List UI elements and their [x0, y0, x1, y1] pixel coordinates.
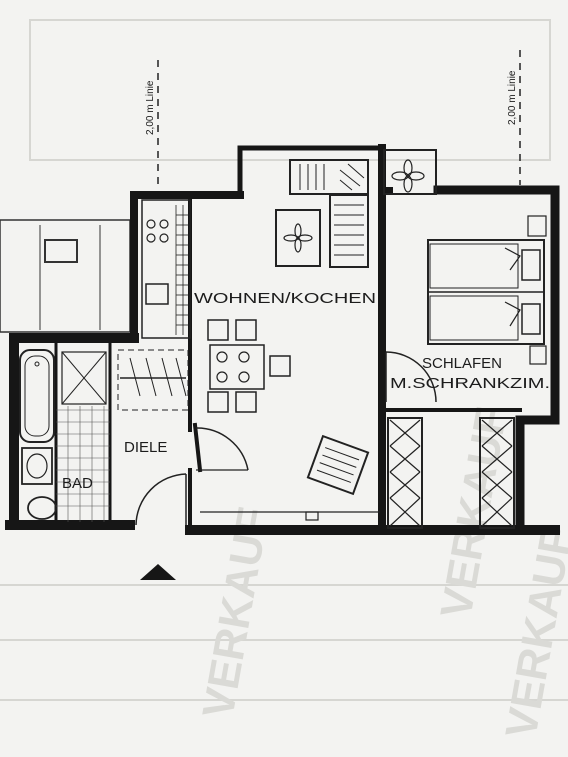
dimension-line-left: 2,00 m Linie — [145, 60, 159, 190]
wardrobe-right — [479, 417, 515, 529]
sink-icon — [145, 283, 169, 305]
bedroom-door — [385, 351, 437, 403]
diele-door — [195, 427, 249, 471]
bathroom-tiles — [56, 406, 110, 522]
sofa — [289, 159, 369, 268]
bathtub — [19, 349, 55, 443]
toilet — [27, 496, 57, 520]
dimension-line-right: 2,00 m Linie — [507, 50, 521, 185]
armchair — [306, 434, 370, 496]
kitchen-counter — [141, 199, 191, 339]
dimension-label-right: 2,00 m Linie — [507, 70, 518, 125]
balcony-left — [0, 219, 131, 333]
flower-icon — [283, 223, 313, 253]
entrance-marker-icon — [140, 564, 176, 580]
coffee-table — [275, 209, 321, 267]
room-label-wohnen: WOHNEN/KOCHEN — [194, 290, 376, 307]
room-label-schlafen: SCHLAFEN — [422, 355, 502, 372]
watermark-text-3: VERKAUF — [497, 524, 568, 742]
stove-icon — [146, 219, 169, 243]
nightstand-top — [527, 215, 547, 237]
entrance-door — [135, 473, 187, 526]
room-label-bad: BAD — [62, 475, 93, 492]
washbasin — [21, 447, 53, 485]
bathroom-fixtures — [19, 349, 107, 520]
nightstand-bottom — [529, 345, 547, 365]
room-label-schrankzim: M.SCHRANKZIM. — [390, 375, 550, 392]
plant-icon — [391, 159, 425, 193]
room-label-diele: DIELE — [124, 439, 167, 456]
watermark-text-2: VERKAUF — [432, 404, 517, 622]
dining-table — [207, 319, 291, 413]
closet-rack — [117, 349, 189, 411]
wardrobe-left — [387, 417, 423, 529]
watermark-text-1: VERKAUF — [194, 504, 279, 722]
balcony-top — [383, 149, 437, 195]
window-sill — [200, 511, 380, 521]
double-bed — [427, 239, 545, 345]
dimension-label-left: 2,00 m Linie — [145, 80, 156, 135]
shower-tray — [61, 351, 107, 405]
